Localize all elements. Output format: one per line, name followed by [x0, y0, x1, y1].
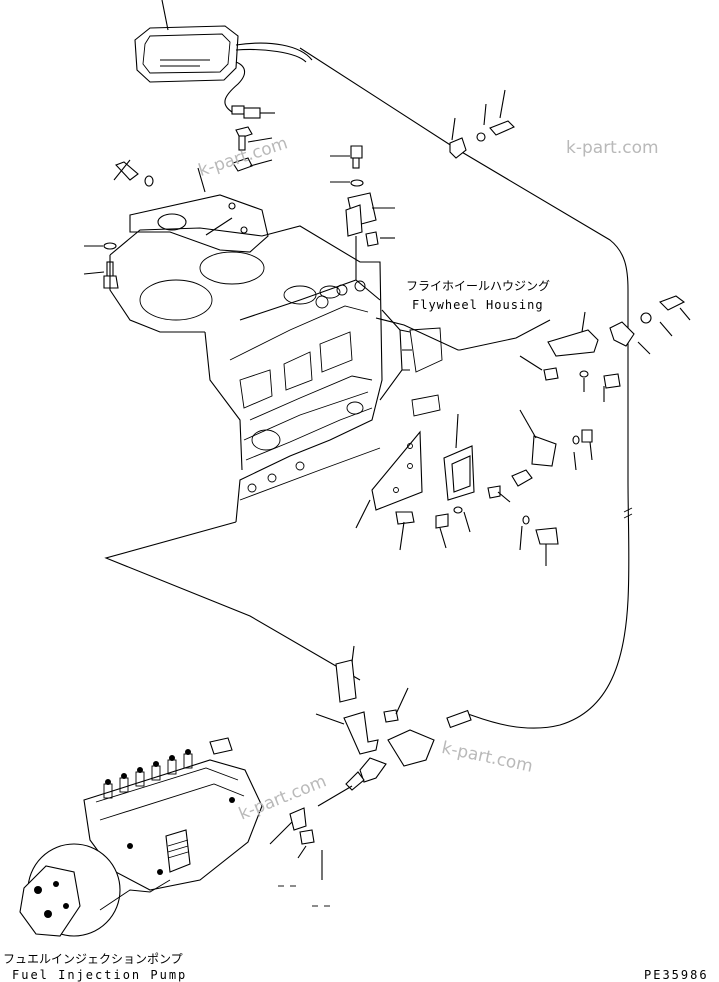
mounting-bracket-upper — [345, 192, 395, 280]
control-panel-part — [134, 0, 239, 83]
clip-bracket-right — [519, 295, 691, 402]
watermark: k-part.com — [566, 138, 659, 158]
engine-block — [109, 225, 412, 523]
flywheel-plate — [129, 167, 269, 253]
fuel-injection-pump — [19, 737, 263, 937]
flywheel-housing-leader — [375, 317, 551, 351]
cable-break-mark — [623, 507, 633, 513]
bolt-washer-stack-center — [330, 145, 364, 187]
flywheel-housing-label-jp: フライホイールハウジング — [406, 279, 551, 293]
control-cable-line — [299, 47, 630, 729]
cable-break-mark — [623, 513, 633, 519]
cable-clamp-top — [449, 89, 515, 159]
bolt-and-washer-left — [83, 242, 119, 289]
fuel-injection-pump-label-jp: フュエルインジェクションポンプ — [3, 952, 183, 966]
cable-end-assembly — [269, 645, 472, 907]
flywheel-housing-label-en: Flywheel Housing — [412, 298, 544, 312]
drawing-code-label: PE35986 — [644, 968, 709, 982]
housing-outline — [409, 327, 443, 417]
fuel-injection-pump-label-en: Fuel Injection Pump — [12, 968, 188, 982]
bracket-plate-lower — [355, 409, 593, 566]
callout-line-to-pump — [104, 521, 361, 681]
wire-harness — [224, 42, 313, 119]
bolt-and-washers-upper — [113, 126, 273, 187]
